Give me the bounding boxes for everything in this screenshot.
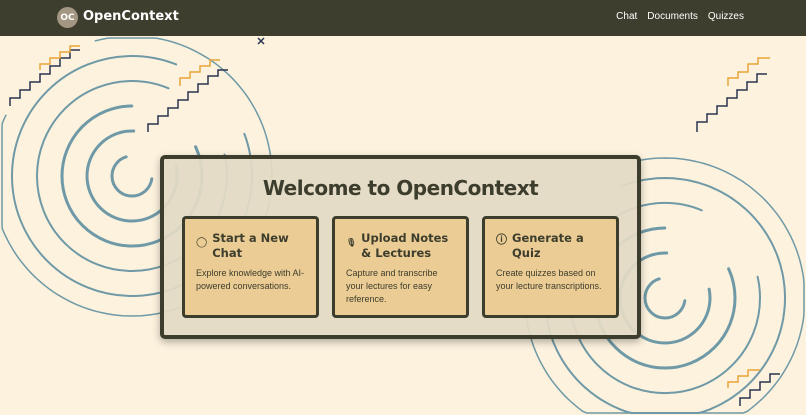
zigzag-line [727, 369, 760, 388]
card-description: Capture and transcribe your lectures for… [346, 268, 438, 304]
zigzag-line [9, 49, 80, 106]
card-description: Create quizzes based on your lecture tra… [496, 268, 602, 291]
welcome-panel: Welcome to OpenContext ◯ Start a New Chat… [160, 155, 641, 339]
nav-link-quizzes[interactable]: Quizzes [707, 11, 744, 22]
nav-link-chat[interactable]: Chat [616, 11, 638, 22]
decorative-ring [110, 154, 154, 198]
top-navbar: OC OpenContext Chat Documents Quizzes [0, 0, 806, 36]
microphone-icon: 🎙 [346, 238, 357, 247]
zigzag-line [179, 59, 220, 86]
decorative-ring [643, 276, 687, 320]
page-title: Welcome to OpenContext [262, 176, 539, 200]
generate-quiz-card[interactable]: ⓘ Generate a Quiz Create quizzes based on… [482, 216, 619, 318]
card-title: Start a New Chat [212, 231, 289, 260]
start-chat-card[interactable]: ◯ Start a New Chat Explore knowledge with… [182, 216, 319, 318]
cross-mark [257, 37, 265, 45]
upload-notes-card[interactable]: 🎙 Upload Notes & Lectures Capture and tra… [332, 216, 469, 318]
card-description: Explore knowledge with AI-powered conver… [196, 268, 305, 291]
zigzag-line [727, 57, 770, 86]
nav-link-documents[interactable]: Documents [647, 11, 698, 22]
question-circle-icon: ⓘ [496, 233, 507, 246]
card-title: Generate a Quiz [512, 231, 584, 260]
zigzag-line [696, 73, 767, 132]
zigzag-line [39, 45, 80, 70]
logo[interactable]: OC [57, 7, 78, 28]
zigzag-line [147, 69, 228, 132]
brand-name[interactable]: OpenContext [83, 9, 179, 24]
zigzag-line [739, 373, 780, 406]
chat-bubble-icon: ◯ [196, 237, 208, 248]
card-title: Upload Notes & Lectures [361, 231, 449, 260]
